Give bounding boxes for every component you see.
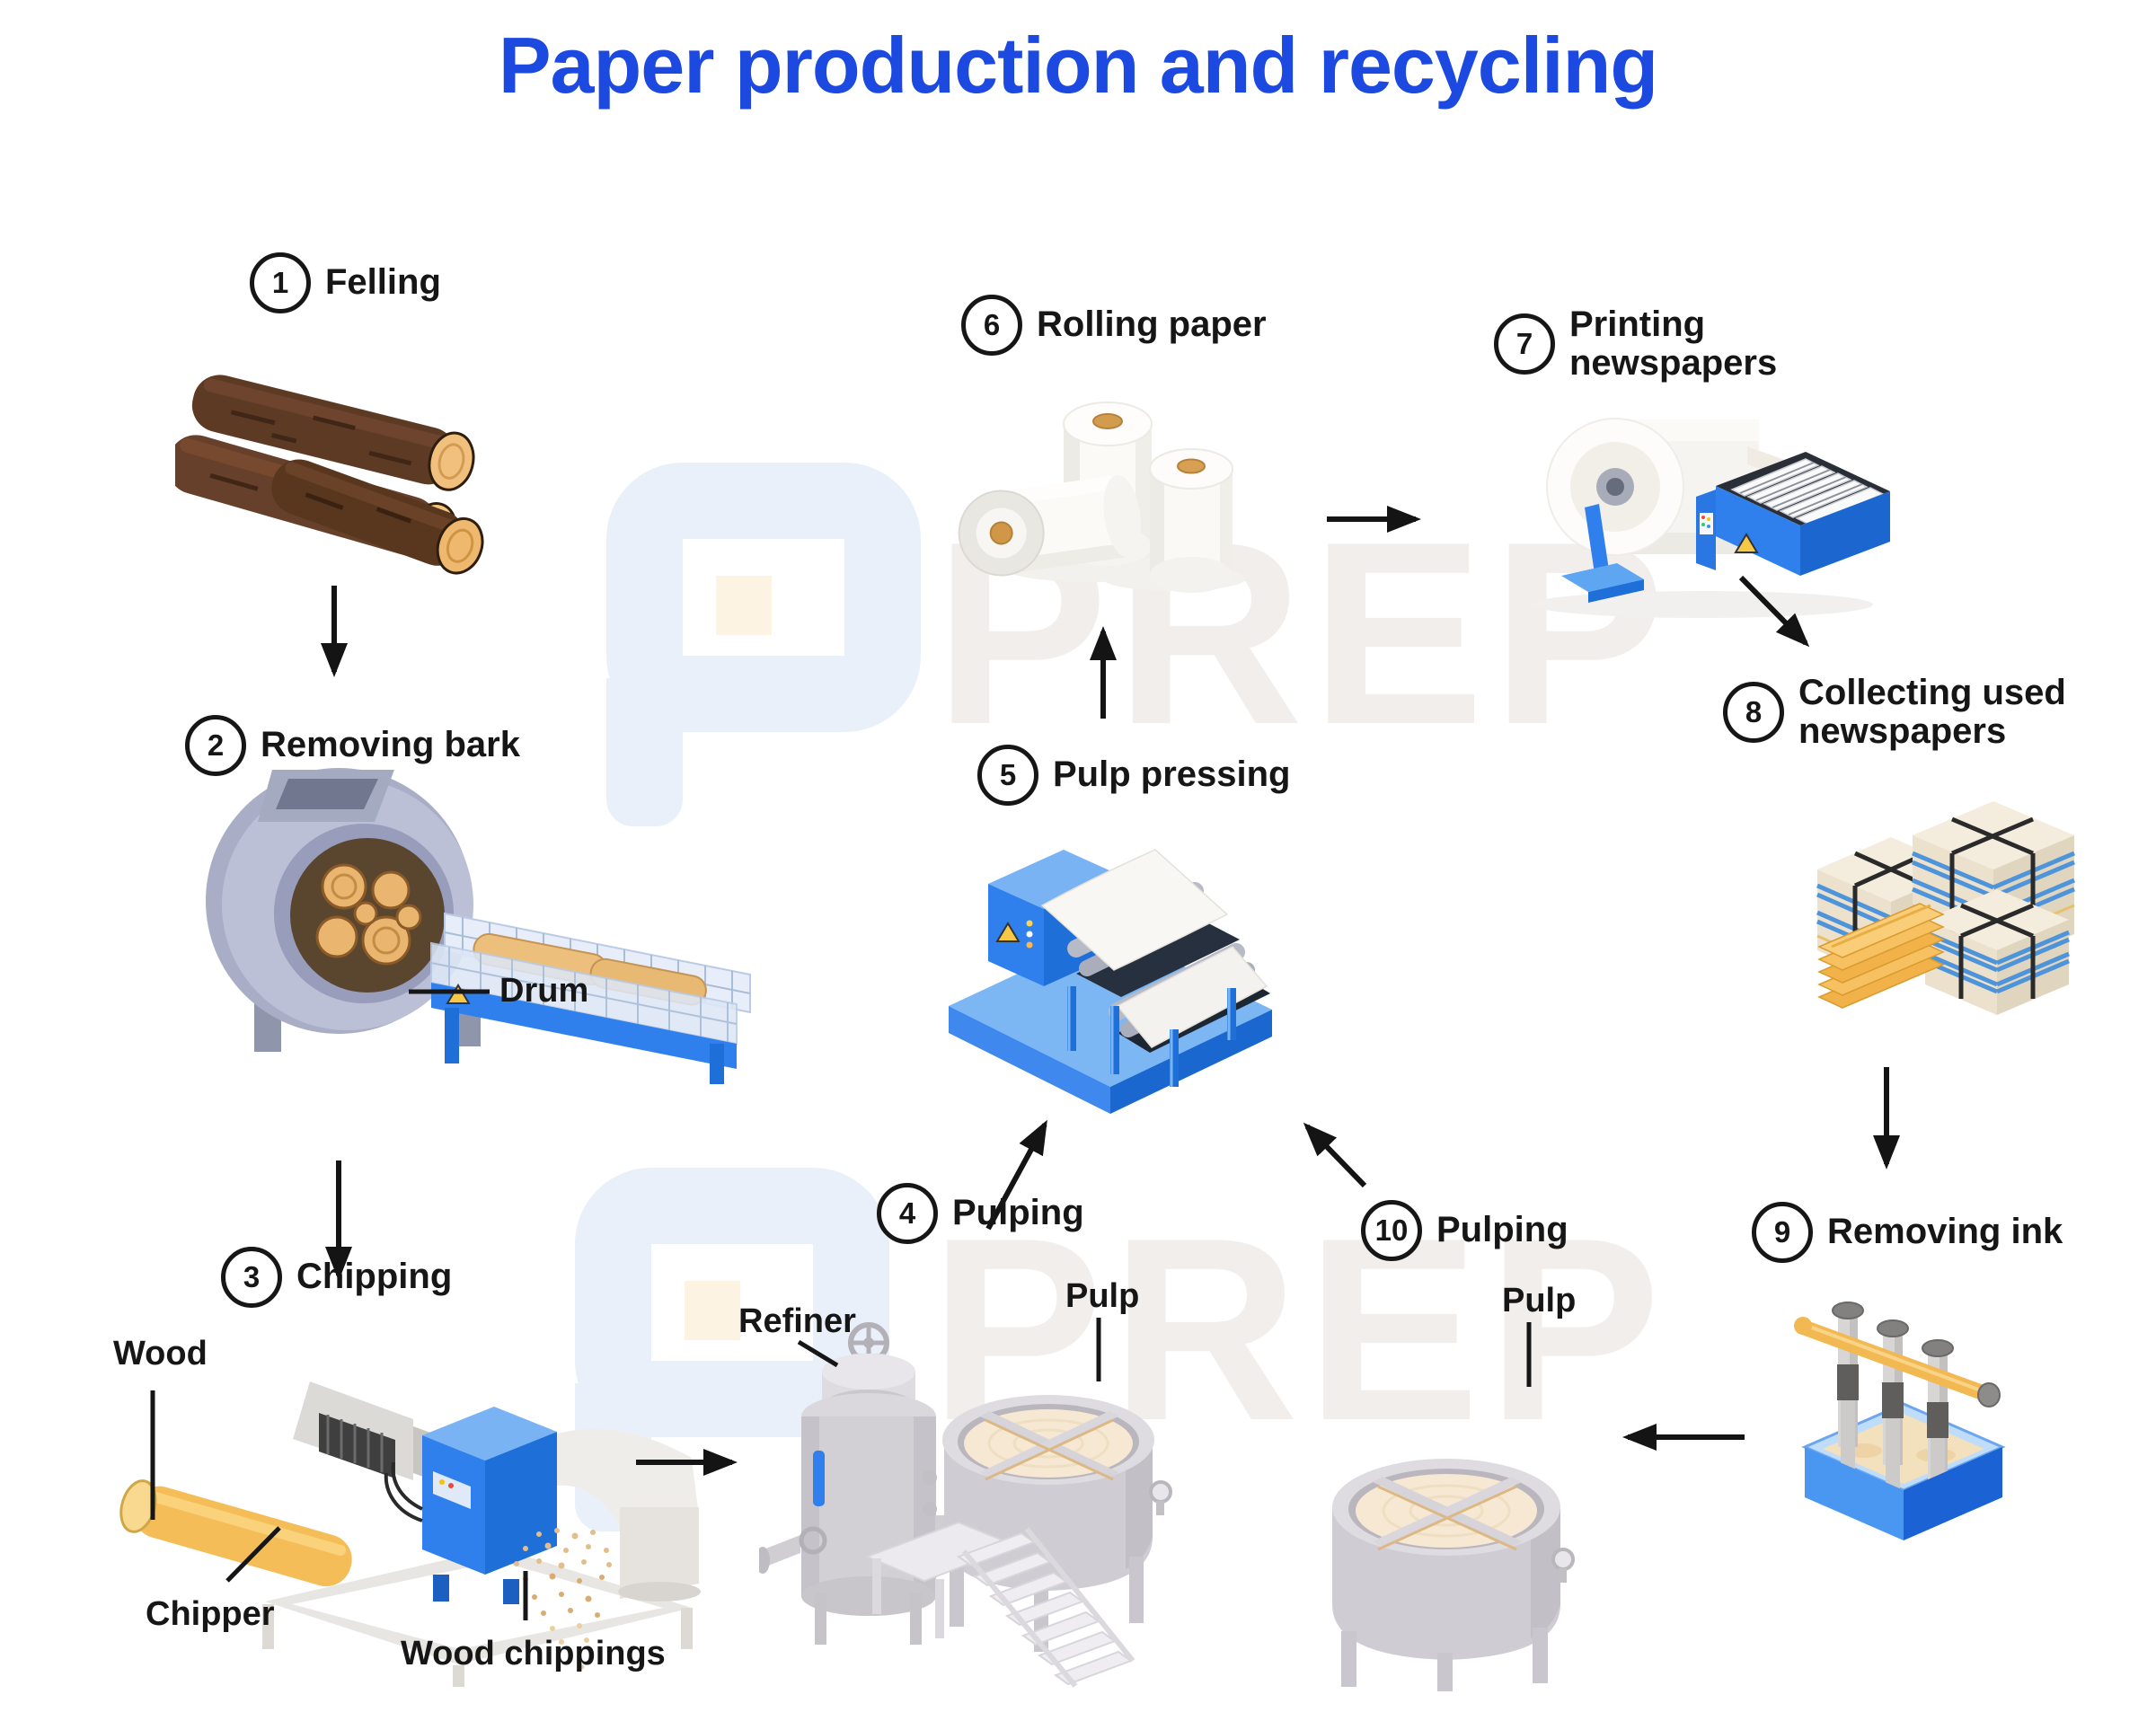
step-2-badge: 2 xyxy=(185,715,246,776)
wood-label: Wood xyxy=(113,1335,208,1372)
chipper-label: Chipper xyxy=(146,1595,275,1633)
pulp-step10-label: Pulp xyxy=(1502,1282,1577,1319)
step-5-marker: 5 Pulp pressing xyxy=(977,745,1291,806)
pulp-vat-icon xyxy=(1332,1459,1575,1691)
felled-logs-icon xyxy=(175,375,484,575)
step-4-marker: 4 Pulping xyxy=(877,1183,1084,1244)
refiner-label: Refiner xyxy=(738,1302,856,1340)
step-8-marker: 8 Collecting used newspapers xyxy=(1723,673,2077,752)
step-10-marker: 10 Pulping xyxy=(1361,1200,1568,1261)
step-4-label: Pulping xyxy=(952,1193,1084,1233)
step-1-marker: 1 Felling xyxy=(250,252,441,313)
step-8-label: Collecting used newspapers xyxy=(1798,673,2066,752)
ink-removal-tub-icon xyxy=(1794,1302,2006,1540)
step-6-badge: 6 xyxy=(961,295,1022,356)
step-10-badge: 10 xyxy=(1361,1200,1422,1261)
step-5-badge: 5 xyxy=(977,745,1038,806)
step-6-label: Rolling paper xyxy=(1037,304,1267,345)
pulp-press-icon xyxy=(949,849,1272,1114)
step-9-label: Removing ink xyxy=(1827,1212,2063,1252)
debarking-drum-icon xyxy=(206,768,751,1084)
page-title: Paper production and recycling xyxy=(498,21,1658,110)
step-3-marker: 3 Chipping xyxy=(221,1247,452,1308)
step-7-label: Printing newspapers xyxy=(1569,304,1778,384)
step-2-label: Removing bark xyxy=(261,725,520,765)
step-1-badge: 1 xyxy=(250,252,311,313)
step-3-badge: 3 xyxy=(221,1247,282,1308)
step-7-badge: 7 xyxy=(1494,313,1555,375)
step-2-marker: 2 Removing bark xyxy=(185,715,520,776)
step-9-marker: 9 Removing ink xyxy=(1752,1202,2063,1263)
step-3-label: Chipping xyxy=(296,1257,453,1297)
drum-label: Drum xyxy=(499,972,589,1010)
wood-chipper-icon xyxy=(119,1381,701,1687)
newspaper-bundles-icon xyxy=(1816,801,2075,1015)
step-1-label: Felling xyxy=(325,262,441,303)
step-5-label: Pulp pressing xyxy=(1053,755,1291,795)
wood-chippings-label: Wood chippings xyxy=(401,1635,666,1672)
refiner-and-pulp-vat-icon xyxy=(759,1322,1172,1688)
step-7-marker: 7 Printing newspapers xyxy=(1494,304,1803,384)
step-8-badge: 8 xyxy=(1723,682,1784,744)
pulp-step4-label: Pulp xyxy=(1065,1277,1140,1315)
step-10-label: Pulping xyxy=(1436,1210,1568,1250)
step-4-badge: 4 xyxy=(877,1183,938,1244)
step-6-marker: 6 Rolling paper xyxy=(961,295,1267,356)
step-9-badge: 9 xyxy=(1752,1202,1813,1263)
newspaper-printer-icon xyxy=(1532,418,1890,618)
arrow-pulping10-to-pulp-pressing xyxy=(1303,1122,1367,1188)
paper-rolls-icon xyxy=(958,402,1246,593)
